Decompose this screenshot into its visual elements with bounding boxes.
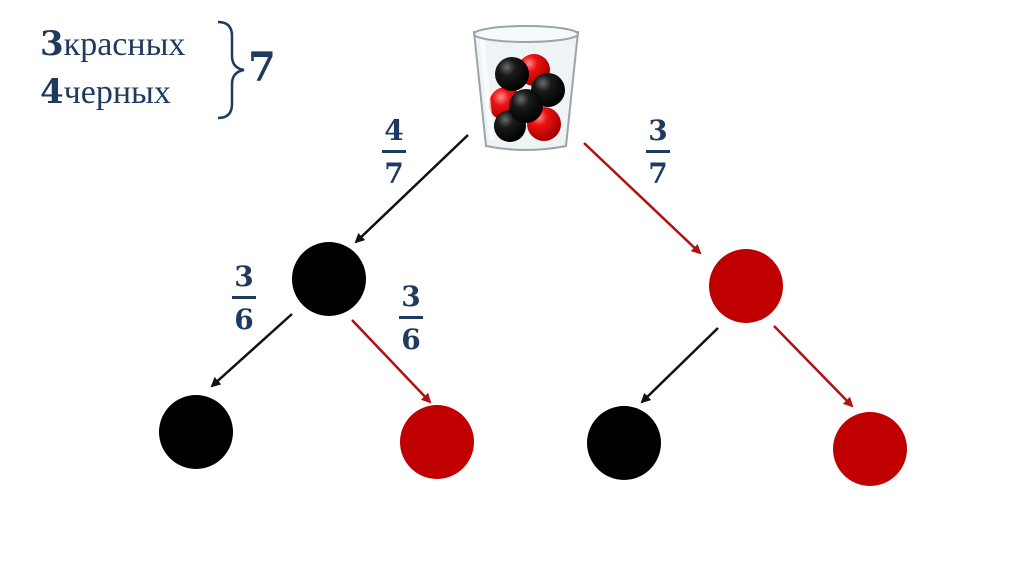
numerator: 3: [648, 116, 667, 146]
numerator: 4: [384, 116, 403, 146]
glass-with-balls-icon: [474, 26, 578, 150]
denominator: 6: [234, 305, 253, 335]
black-count: 4: [40, 72, 64, 112]
ball-black-level1: [292, 242, 366, 316]
fraction-bar: [399, 316, 423, 319]
legend-red-row: 3красных: [40, 24, 185, 64]
arrow-to-red: [584, 143, 700, 253]
prob-black-then-black: 3 6: [232, 262, 256, 335]
denominator: 7: [648, 159, 667, 189]
numerator: 3: [401, 282, 420, 312]
arrow-red-to-red: [774, 326, 852, 406]
ball-red-level2-left: [400, 405, 474, 479]
red-count: 3: [40, 24, 64, 64]
denominator: 7: [384, 159, 403, 189]
ball-black-level2-left: [159, 395, 233, 469]
ball-red-level2-right: [833, 412, 907, 486]
prob-black-then-red: 3 6: [399, 282, 423, 355]
fraction-bar: [232, 296, 256, 299]
legend-total: 7: [248, 44, 276, 91]
prob-first-red: 3 7: [646, 116, 670, 189]
brace-icon: [218, 22, 244, 118]
ball-red-level1: [709, 249, 783, 323]
fraction-bar: [382, 150, 406, 153]
numerator: 3: [234, 262, 253, 292]
arrow-red-to-black: [642, 328, 718, 402]
arrow-to-black: [356, 135, 468, 242]
fraction-bar: [646, 150, 670, 153]
prob-first-black: 4 7: [382, 116, 406, 189]
legend-black-row: 4черных: [40, 72, 171, 112]
red-label: красных: [64, 26, 186, 63]
denominator: 6: [401, 325, 420, 355]
ball-black-level2-right: [587, 406, 661, 480]
black-label: черных: [64, 74, 171, 111]
